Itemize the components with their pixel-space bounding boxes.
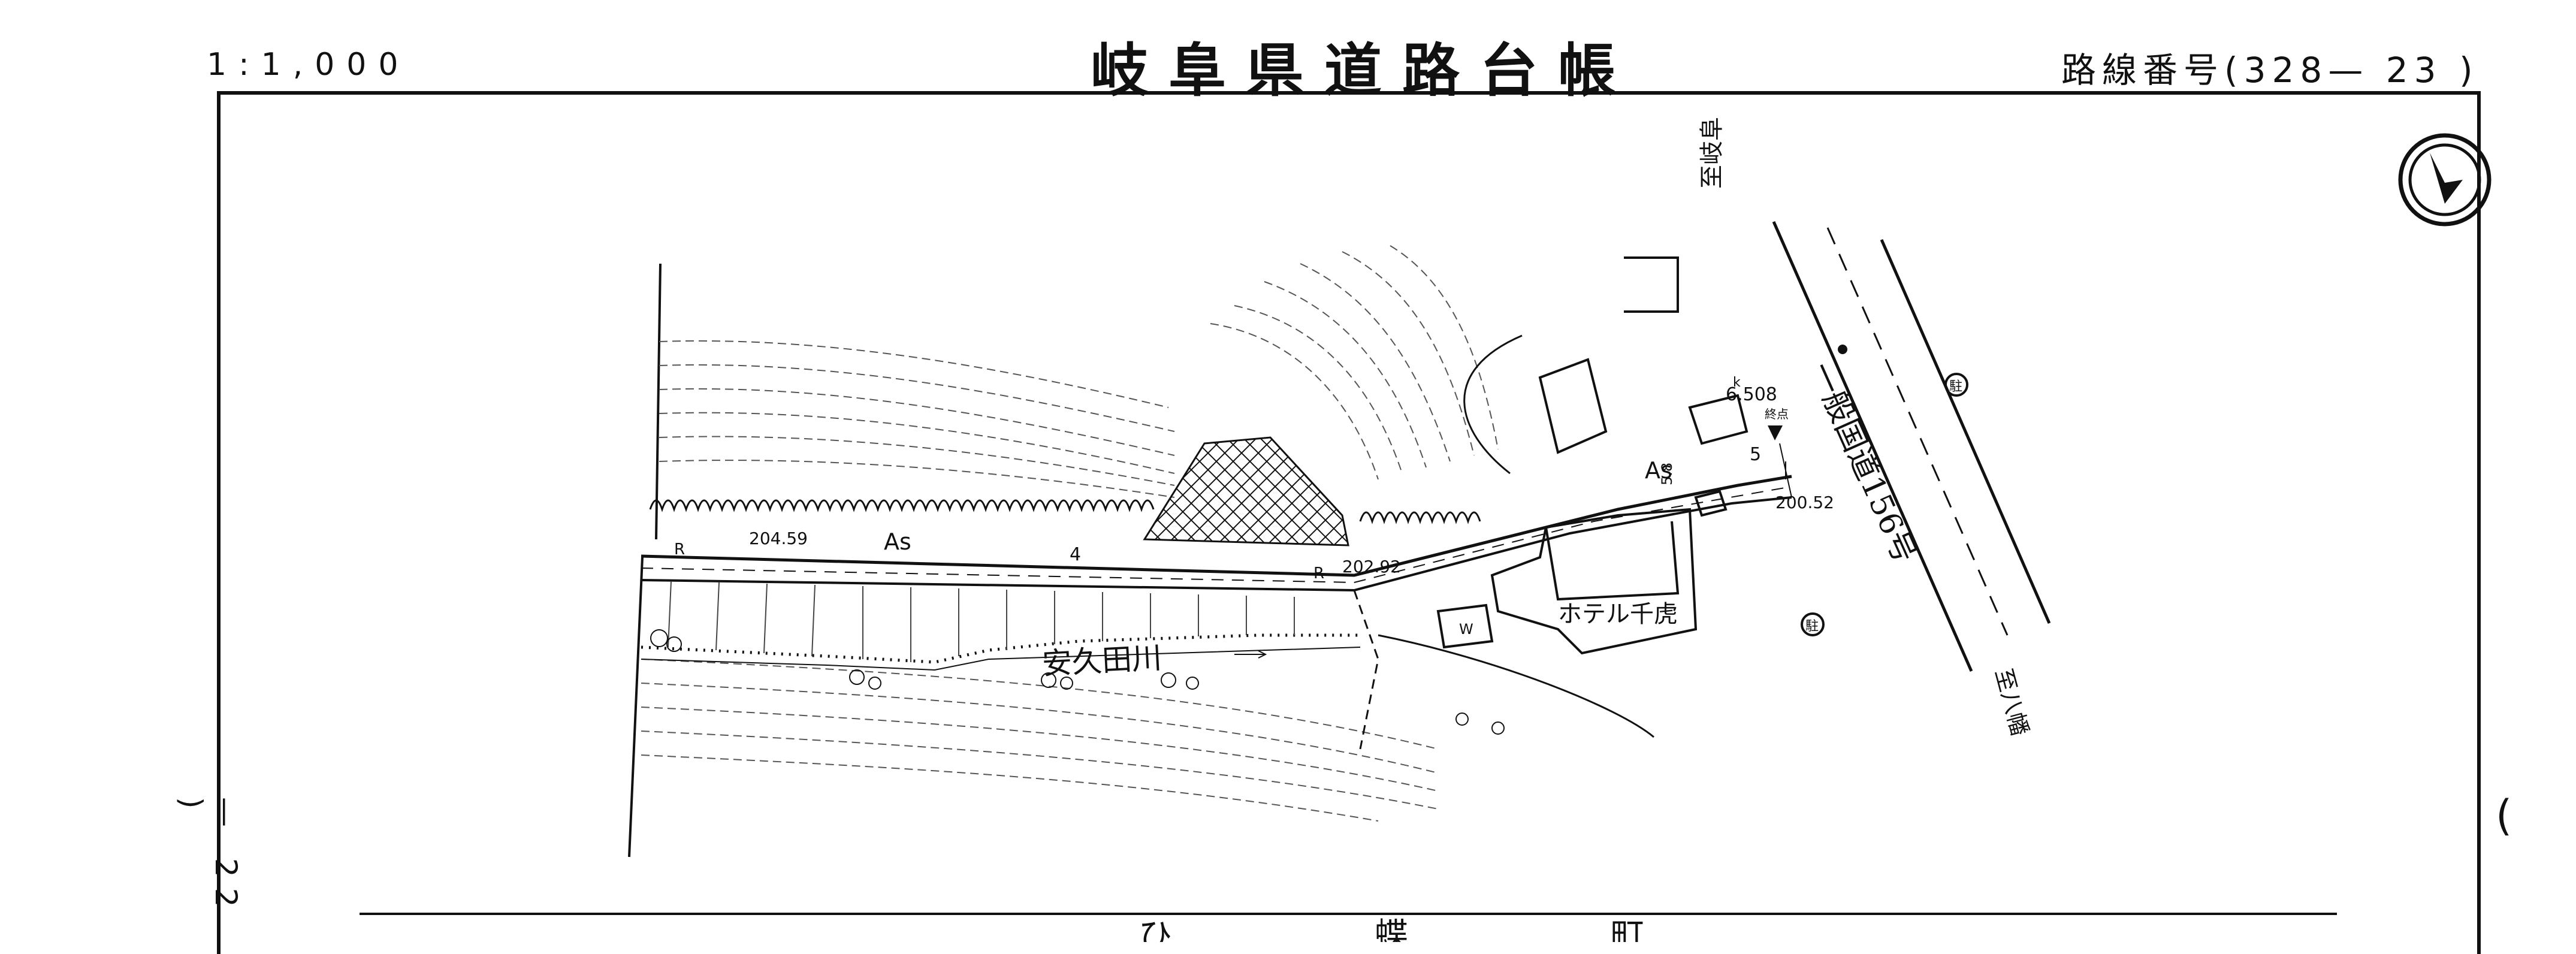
map-boundary-lines	[360, 263, 2337, 915]
label-width-1: 5	[1750, 444, 1761, 465]
map-scale: 1:1,000	[207, 47, 410, 83]
shrubs	[650, 629, 1505, 735]
map-labels: 至岐阜 至八幡 一般国道156号 安久田川 ホテル千虎 As As 204.59…	[674, 117, 2033, 942]
margin-mark: (	[2496, 791, 2512, 840]
map-frame	[217, 91, 2481, 954]
curved-hedge	[1378, 334, 1654, 738]
hatched-area	[1143, 436, 1349, 547]
label-town-bottom: ひ 蝶 町	[1138, 916, 1740, 942]
contour-lines	[641, 245, 1499, 822]
river-bank	[668, 581, 1295, 662]
label-r-1: R	[674, 541, 685, 558]
label-lane-4: 4	[1070, 544, 1081, 565]
label-end-point: 終点	[1765, 407, 1789, 421]
label-to-hachiman: 至八幡	[1990, 666, 2033, 739]
hedge-row	[649, 499, 1481, 524]
label-hotel: ホテル千虎	[1558, 600, 1678, 628]
label-width-2: 5.8	[1659, 463, 1675, 485]
label-elev-1: 204.59	[749, 529, 808, 548]
label-elev-2: 202.92	[1342, 557, 1401, 576]
label-national-route: 一般国道156号	[1802, 357, 1923, 569]
parking-icon	[1801, 373, 1968, 636]
label-parking-2: 駐	[1805, 619, 1819, 634]
national-route-156	[1772, 221, 2051, 672]
route-number: 路線番号(328— 23 )	[2061, 50, 2479, 90]
page-number: — 22 )	[174, 797, 243, 918]
label-w: W	[1459, 621, 1473, 638]
label-r-2: R	[1313, 564, 1324, 582]
label-km-post: 6.508	[1726, 384, 1777, 405]
label-surface-as-2: As	[884, 529, 911, 555]
north-arrow-icon	[2398, 133, 2492, 227]
river	[641, 590, 1379, 750]
buildings	[1436, 256, 1748, 655]
label-elev-3: 200.52	[1775, 493, 1834, 512]
label-to-gifu: 至岐阜	[1698, 117, 1726, 189]
prefectural-road	[641, 475, 1792, 592]
label-parking-1: 駐	[1949, 379, 1962, 394]
label-surface-as-1: As	[1645, 457, 1672, 484]
road-marker-icon	[1768, 345, 1847, 440]
label-km-sup: k	[1733, 375, 1741, 390]
dimension-lines	[1234, 443, 1792, 659]
label-river: 安久田川	[1041, 641, 1163, 681]
